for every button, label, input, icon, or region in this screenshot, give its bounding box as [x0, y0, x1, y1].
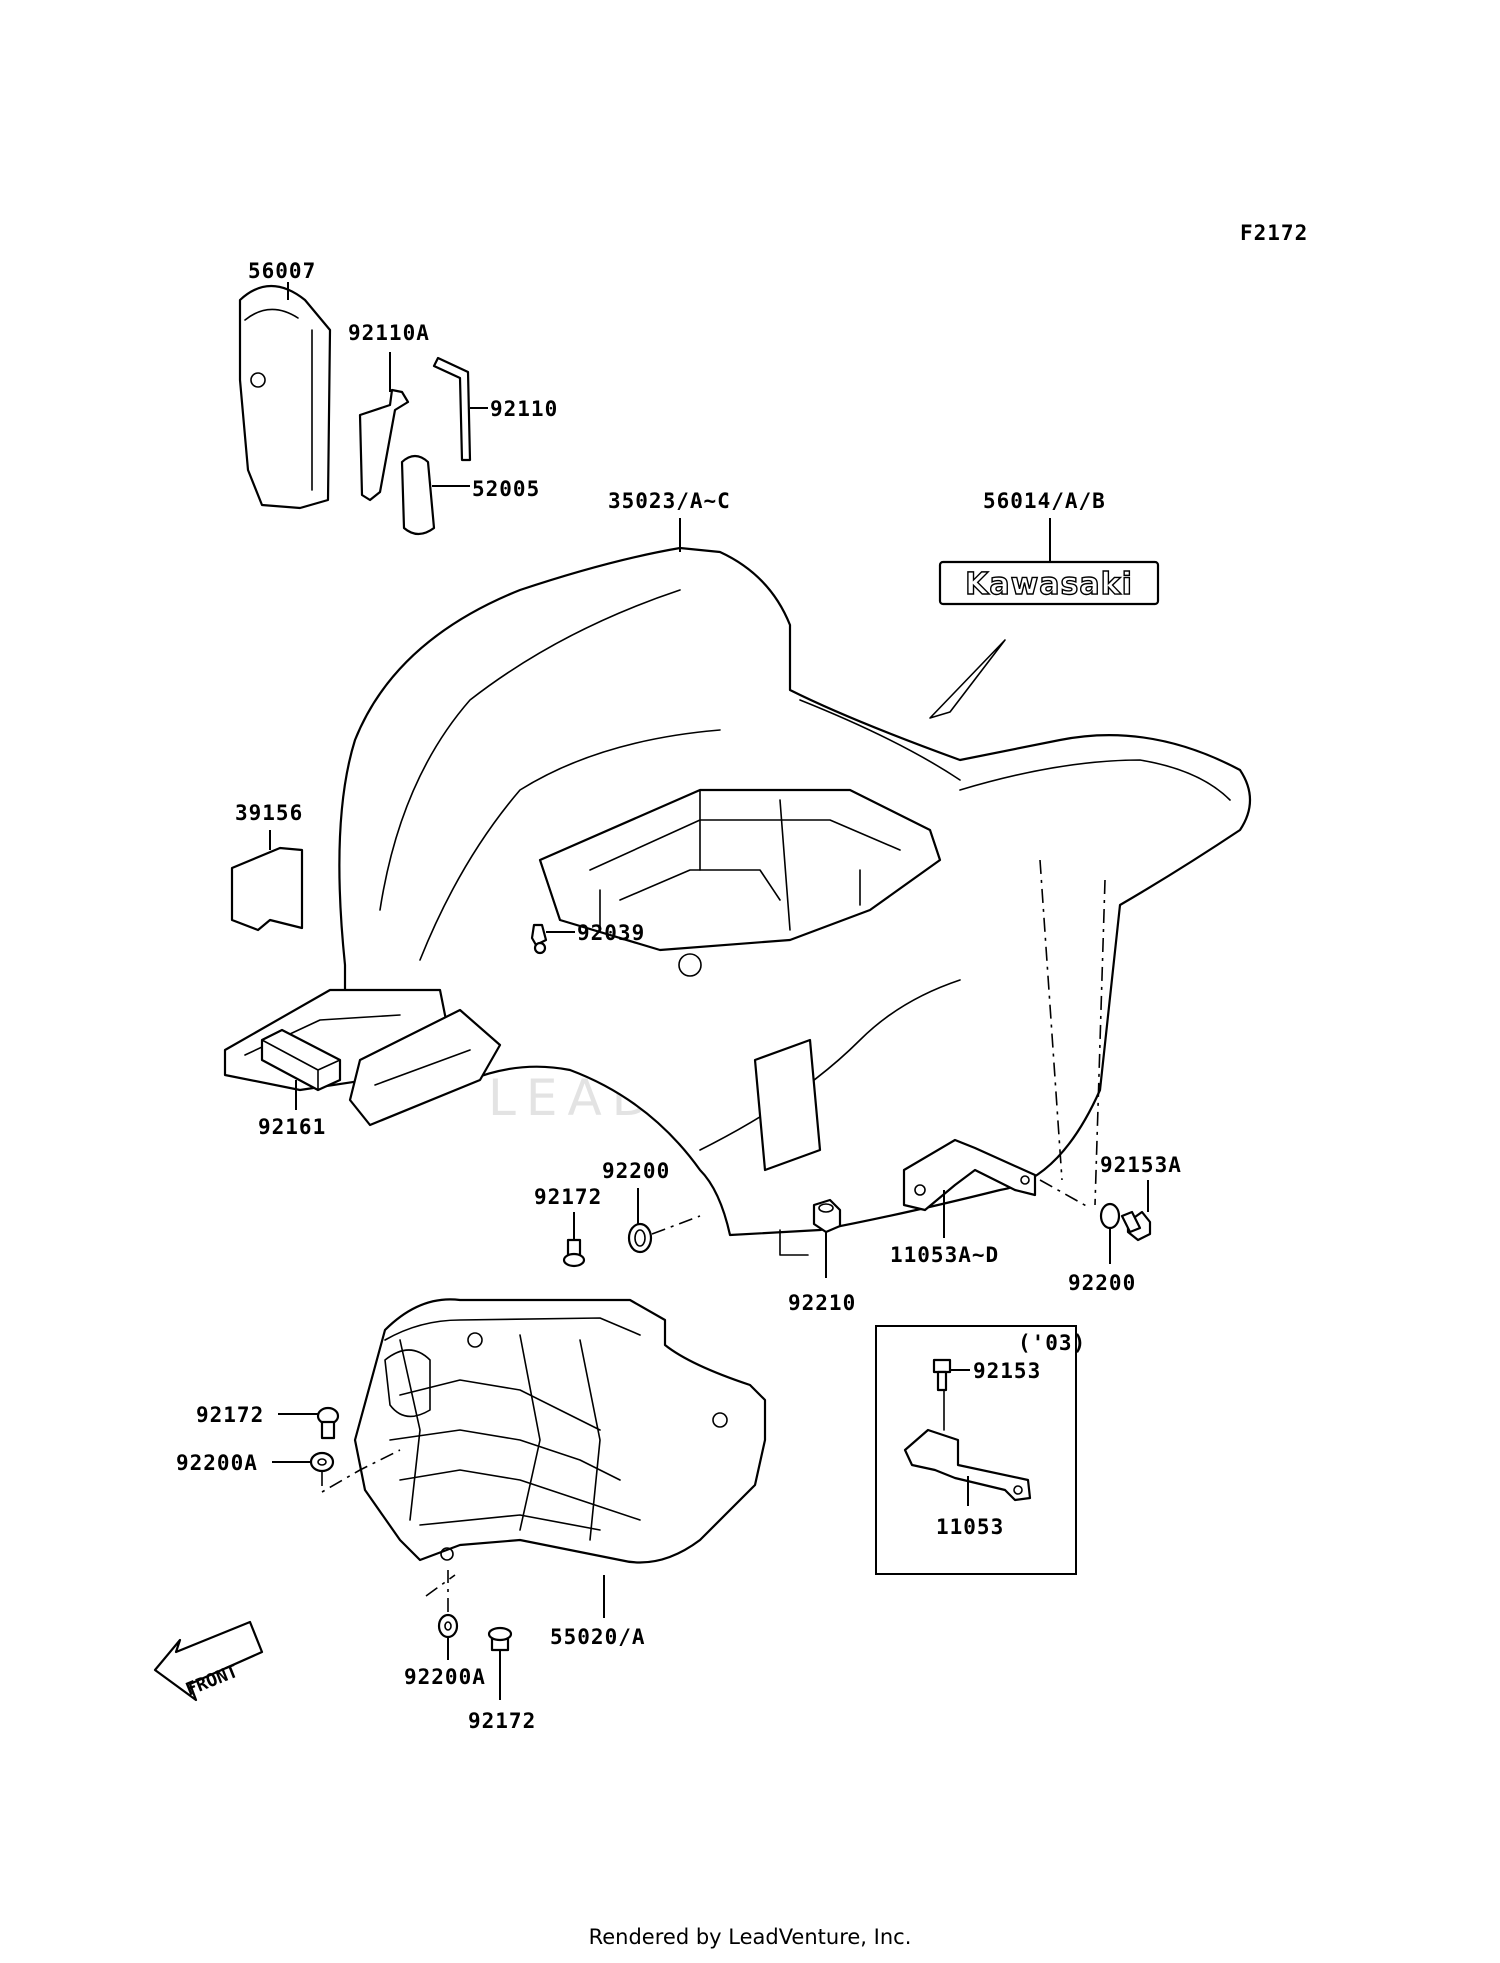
part-92200-collar-right[interactable] — [1099, 1202, 1121, 1230]
part-52005-pin[interactable] — [400, 454, 436, 536]
label-35023: 35023/A~C — [608, 489, 731, 513]
part-92153A-bolt[interactable] — [1120, 1210, 1152, 1242]
label-56014: 56014/A/B — [983, 489, 1106, 513]
label-92172-bottom: 92172 — [468, 1709, 536, 1733]
part-92210-nut[interactable] — [812, 1198, 842, 1234]
label-92161: 92161 — [258, 1115, 326, 1139]
figure-code: F2172 — [1240, 221, 1308, 245]
part-92200A-washer-left[interactable] — [309, 1451, 335, 1473]
label-92172-left: 92172 — [196, 1403, 264, 1427]
part-35023-rear-fender[interactable] — [223, 546, 1251, 1237]
label-92200A-left: 92200A — [176, 1451, 258, 1475]
label-92172-mid: 92172 — [534, 1185, 602, 1209]
part-92172-bolt-mid[interactable] — [562, 1238, 586, 1268]
part-92200-collar-mid[interactable] — [627, 1222, 653, 1254]
part-11053AD-bracket[interactable] — [902, 1138, 1037, 1212]
part-92153-bolt[interactable] — [932, 1358, 952, 1392]
part-92110A-wrench[interactable] — [358, 388, 410, 502]
part-92172-bolt-left[interactable] — [316, 1406, 340, 1440]
label-92110A: 92110A — [348, 321, 430, 345]
label-55020: 55020/A — [550, 1625, 646, 1649]
inset-label: ('03) — [1018, 1331, 1086, 1355]
part-92200A-washer-bottom[interactable] — [437, 1613, 459, 1639]
part-56007-tool-pouch[interactable] — [238, 285, 332, 510]
label-56007: 56007 — [248, 259, 316, 283]
label-92200A-bottom: 92200A — [404, 1665, 486, 1689]
label-92039: 92039 — [577, 921, 645, 945]
label-11053AD: 11053A~D — [890, 1243, 999, 1267]
label-39156: 39156 — [235, 801, 303, 825]
part-92172-bolt-bottom[interactable] — [487, 1626, 513, 1652]
part-92110-hex-key[interactable] — [432, 356, 472, 462]
label-92110: 92110 — [490, 397, 558, 421]
front-direction-arrow: FRONT — [153, 1620, 264, 1702]
part-56014-kawasaki-decal[interactable]: Kawasaki — [938, 560, 1160, 606]
part-39156-pad[interactable] — [230, 846, 304, 932]
kawasaki-logo: Kawasaki — [965, 567, 1133, 602]
part-55020A-guard[interactable] — [353, 1298, 767, 1564]
label-92210: 92210 — [788, 1291, 856, 1315]
part-92161-block[interactable] — [260, 1028, 342, 1092]
inset-03-box: ('03) — [875, 1325, 1086, 1575]
label-92200-mid: 92200 — [602, 1159, 670, 1183]
label-11053: 11053 — [936, 1515, 1004, 1539]
label-92153A: 92153A — [1100, 1153, 1182, 1177]
label-52005: 52005 — [472, 477, 540, 501]
label-92200-right: 92200 — [1068, 1271, 1136, 1295]
part-11053-bracket[interactable] — [903, 1428, 1032, 1502]
label-92153: 92153 — [973, 1359, 1041, 1383]
part-92039-clip[interactable] — [530, 923, 548, 955]
footer-credit: Rendered by LeadVenture, Inc. — [589, 1925, 912, 1949]
